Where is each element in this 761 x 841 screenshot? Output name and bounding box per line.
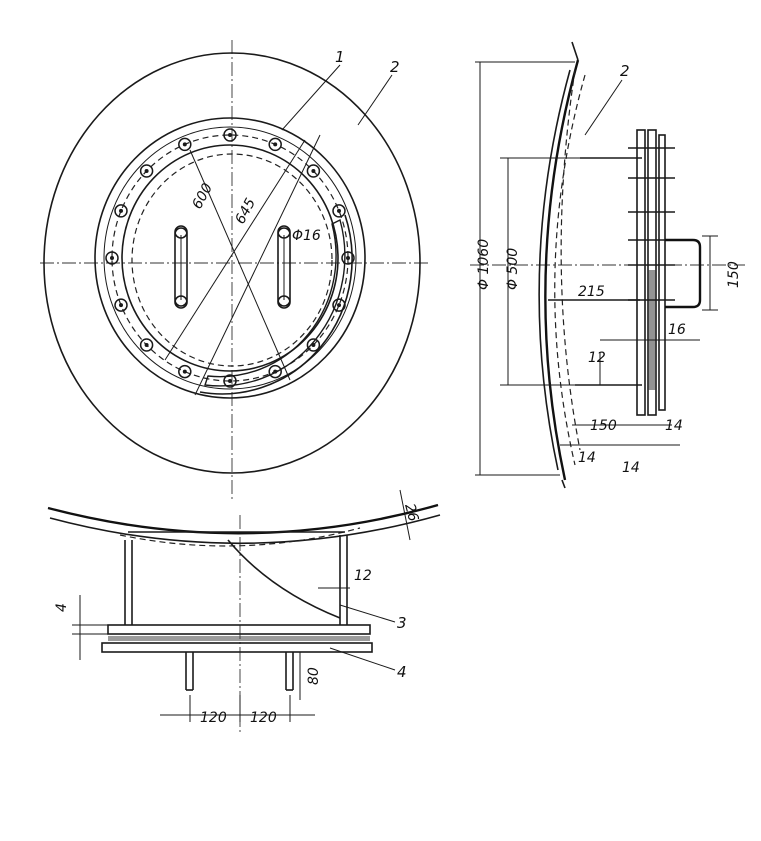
bolt: [341, 251, 355, 265]
head-bottom-edge: [561, 479, 566, 489]
dim-14-c: 14: [622, 460, 640, 476]
section-view: 3 4 26 12 4 80 120 120: [47, 489, 441, 735]
bolt: [268, 364, 282, 379]
flange-outer-ring: [94, 117, 366, 399]
bolt-center: [311, 169, 316, 173]
flange-ring-2: [103, 126, 357, 390]
bolt: [178, 364, 192, 379]
section-handle-right: [285, 652, 294, 691]
bolt: [105, 251, 119, 265]
dim-645: 645: [232, 196, 259, 227]
leader-part1: [281, 64, 341, 131]
bolt: [139, 164, 154, 178]
bolt: [114, 204, 128, 218]
part-label-1: 1: [335, 48, 345, 66]
head-dashed-profile: [554, 74, 586, 466]
bolt-center: [337, 303, 341, 308]
section-head-outer: [47, 503, 439, 535]
leader-part2-side: [584, 79, 623, 136]
dim-line-645: [194, 134, 321, 396]
bolt-center: [346, 256, 350, 260]
section-head-inner: [49, 514, 441, 545]
bolt: [332, 204, 346, 218]
dim-120-left: 120: [200, 710, 227, 726]
part-label-4: 4: [397, 663, 407, 681]
dim-14-b: 14: [578, 450, 596, 466]
bolt: [306, 164, 321, 178]
bolt-center: [228, 379, 232, 383]
dim-12-side: 12: [588, 350, 606, 366]
bolt-center: [144, 169, 149, 173]
bolt: [139, 338, 154, 352]
head-outer-profile: [544, 59, 580, 481]
leader-part3: [339, 604, 396, 623]
bolt-center: [228, 133, 232, 137]
flange-inner-ring: [121, 144, 339, 372]
head-top-edge: [571, 41, 579, 61]
dim-16: 16: [668, 322, 686, 338]
dim-phi16: Φ16: [292, 228, 321, 244]
section-handle-left: [185, 652, 194, 691]
bolt-center: [119, 303, 123, 308]
bolt-center: [182, 142, 187, 147]
dim-14-a: 14: [665, 418, 683, 434]
dim-line-600: [164, 139, 306, 361]
dim-80: 80: [306, 667, 322, 685]
part-label-2-side: 2: [620, 62, 630, 80]
handle-left: [174, 225, 188, 309]
part-label-2-front: 2: [390, 58, 400, 76]
bolt-center: [273, 142, 278, 147]
bolt: [268, 137, 282, 152]
side-handle: [665, 238, 702, 309]
section-flange-gasket: [108, 636, 370, 641]
flange-plate-3: [658, 134, 666, 411]
leader-part2-front: [357, 74, 393, 126]
bolt-center: [311, 343, 316, 347]
bolt: [306, 338, 321, 352]
opening-dashed-circle: [131, 153, 333, 367]
flange-bolts: [105, 128, 355, 388]
leader-part4: [329, 647, 396, 671]
head-inner-profile: [538, 69, 571, 471]
bolt-center: [182, 369, 187, 374]
dim-1060: Φ 1060: [476, 239, 492, 290]
dim-215: 215: [578, 284, 605, 300]
dim-600: 600: [189, 181, 216, 212]
diameter-line: [189, 149, 291, 381]
dim-150-bottom: 150: [590, 418, 617, 434]
ring-section-outline: [204, 218, 346, 387]
part-label-3: 3: [397, 614, 407, 632]
bolt: [178, 137, 192, 152]
head-dashed-profile-2: [560, 69, 581, 451]
bolt: [114, 298, 128, 312]
dim-120-right: 120: [250, 710, 277, 726]
dim-500: Φ 500: [505, 248, 521, 290]
dim-26: 26: [401, 502, 421, 523]
bolt-center: [337, 208, 341, 213]
outer-head-circle: [43, 52, 421, 474]
section-flange-top: [107, 624, 371, 635]
bolt: [223, 374, 237, 388]
bolt-center: [144, 343, 149, 347]
section-internal-curve: [227, 539, 341, 619]
side-view: 2 Φ 1060 Φ 500 215 150 16 12 150 14 14 1…: [470, 41, 745, 489]
dim-12-bottom: 12: [354, 568, 372, 584]
bolt: [223, 128, 237, 142]
section-head-dashed: [119, 527, 361, 547]
flange-hatch: [648, 270, 656, 390]
dim-4: 4: [54, 603, 70, 612]
bolt-center: [273, 369, 278, 374]
bolt-center: [119, 208, 123, 213]
bolt-center: [110, 256, 114, 260]
front-view: 1 2 600 645 Φ16: [40, 40, 430, 500]
flange-plate-1: [636, 129, 646, 416]
dim-150-right: 150: [726, 261, 742, 288]
dim-line-26: [399, 489, 411, 541]
bolt: [332, 298, 346, 312]
handle-right: [277, 225, 291, 309]
section-flange-bottom: [101, 642, 373, 653]
